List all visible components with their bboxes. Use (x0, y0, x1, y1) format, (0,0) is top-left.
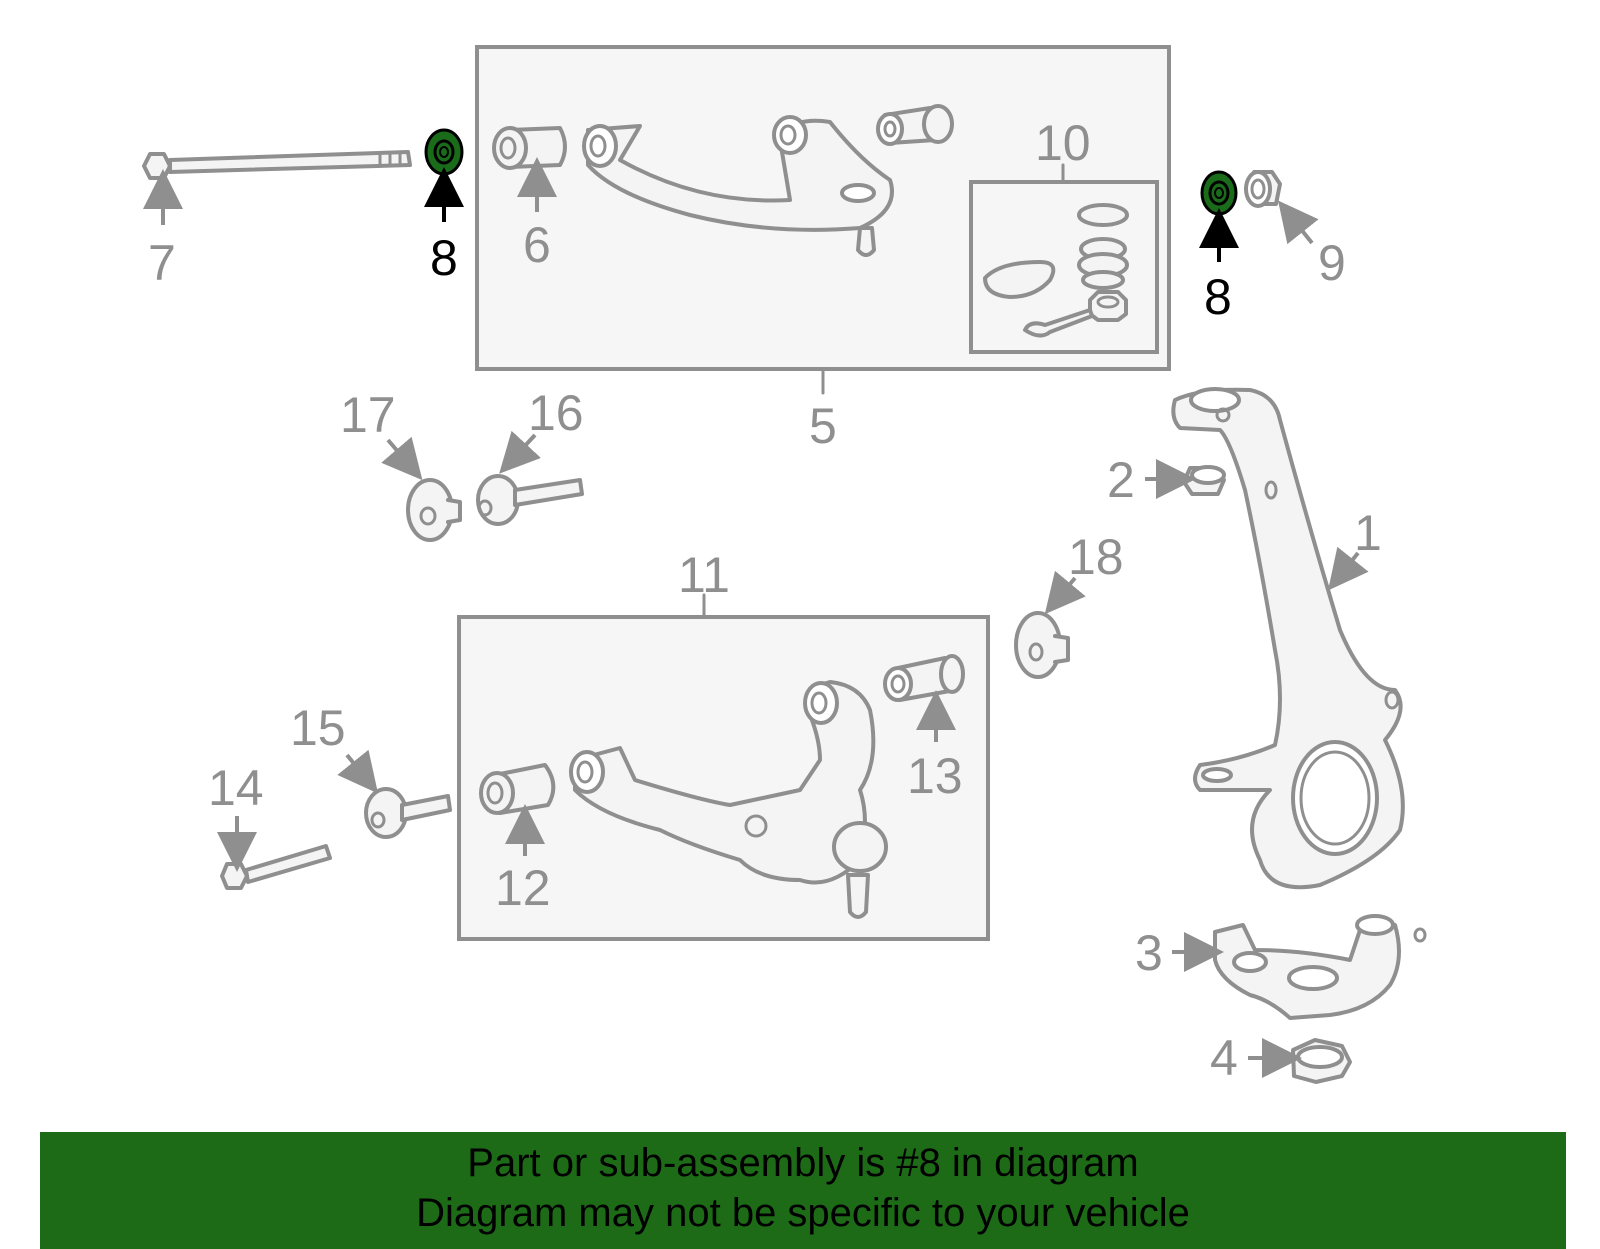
label-8-left: 8 (430, 230, 458, 286)
cam-bolt-part-16 (476, 474, 584, 526)
lower-control-arm (569, 680, 888, 919)
info-banner: Part or sub-assembly is #8 in diagram Di… (40, 1132, 1566, 1249)
label-18: 18 (1068, 529, 1124, 585)
nut-part-4 (1291, 1038, 1352, 1084)
label-10: 10 (1035, 115, 1091, 171)
arrow-18 (1044, 570, 1086, 615)
arrow-1 (1328, 546, 1369, 591)
label-3: 3 (1135, 925, 1163, 981)
banner-line-2: Diagram may not be specific to your vehi… (416, 1191, 1190, 1235)
label-6: 6 (523, 217, 551, 273)
upper-bushing (876, 104, 954, 146)
arrow-16 (499, 430, 541, 474)
steering-knuckle-part-1 (1171, 387, 1405, 890)
label-12: 12 (495, 860, 551, 916)
nut-part-2 (1182, 465, 1226, 496)
label-7: 7 (148, 235, 176, 291)
arrow-15 (337, 749, 379, 794)
label-16: 16 (528, 385, 584, 441)
label-1: 1 (1354, 505, 1382, 561)
ball-joint-kit-parts (983, 203, 1129, 338)
label-4: 4 (1210, 1030, 1238, 1086)
label-9: 9 (1318, 235, 1346, 291)
washer-part-8-left (424, 128, 464, 176)
label-5: 5 (809, 398, 837, 454)
cap-part-18 (1014, 611, 1070, 679)
cam-washer-part-17 (406, 478, 462, 542)
long-bolt-part-7 (142, 150, 412, 180)
label-17: 17 (340, 387, 396, 443)
label-14: 14 (208, 760, 264, 816)
label-2: 2 (1107, 452, 1135, 508)
bushing-part-12 (479, 763, 556, 815)
upper-control-arm (582, 115, 894, 257)
washer-part-8-right (1200, 170, 1238, 216)
bushing-part-6 (492, 126, 567, 170)
label-11: 11 (678, 547, 730, 603)
bracket-part-3 (1213, 914, 1427, 1020)
banner-line-1: Part or sub-assembly is #8 in diagram (467, 1141, 1139, 1185)
cam-bolt-part-15 (364, 787, 452, 839)
label-8-right: 8 (1204, 269, 1232, 325)
label-13: 13 (907, 748, 963, 804)
label-15: 15 (290, 700, 346, 756)
arrow-9 (1278, 200, 1319, 245)
nut-part-9 (1244, 170, 1282, 208)
arrow-17 (381, 436, 423, 481)
